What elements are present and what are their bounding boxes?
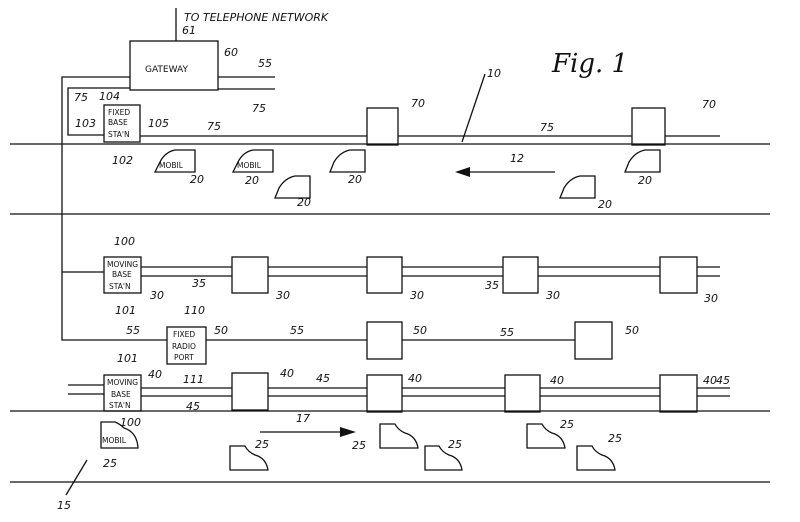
- ref-50: 50: [214, 324, 228, 337]
- ref-25: 25: [448, 438, 462, 451]
- network-label: TO TELEPHONE NETWORK: [184, 11, 329, 24]
- ref-101: 101: [117, 352, 138, 365]
- mobile-units-25: MOBIL 25 25 25 25 25 25: [101, 418, 622, 470]
- ref-70: 70: [411, 97, 425, 110]
- ref-111: 111: [183, 373, 204, 386]
- figure-title: Fig. 1: [551, 49, 628, 79]
- mbs-line3: STA'N: [109, 282, 131, 291]
- fbs-line2: BASE: [108, 118, 128, 127]
- ref-45: 45: [316, 372, 330, 385]
- ref-20: 20: [190, 173, 204, 186]
- ref-30: 30: [276, 289, 290, 302]
- mbs-line2: BASE: [111, 390, 131, 399]
- ref-20: 20: [348, 173, 362, 186]
- fbs-line3: STA'N: [108, 130, 130, 139]
- ref-20: 20: [598, 198, 612, 211]
- station-70: [367, 108, 398, 145]
- ref-30: 30: [150, 289, 164, 302]
- ref-101: 101: [115, 304, 136, 317]
- ref-20: 20: [638, 174, 652, 187]
- ref-100: 100: [114, 235, 135, 248]
- ref-102: 102: [112, 154, 133, 167]
- gateway: GATEWAY 60 55 75: [130, 41, 275, 115]
- mobile-label: MOBIL: [159, 161, 184, 170]
- ref-104: 104: [99, 90, 120, 103]
- ref-25: 25: [608, 432, 622, 445]
- moving-base-station: MOVING BASE STA'N: [104, 375, 141, 411]
- mobile-units-20: MOBIL MOBIL 20 20 20 20 20 20: [155, 150, 660, 211]
- ref-50: 50: [625, 324, 639, 337]
- ref-40: 40: [280, 367, 294, 380]
- ref-75: 75: [540, 121, 554, 134]
- ref-15: 15: [57, 499, 71, 512]
- frp-line1: FIXED: [173, 330, 195, 339]
- ref-30: 30: [546, 289, 560, 302]
- ref-25: 25: [560, 418, 574, 431]
- ref-20: 20: [297, 196, 311, 209]
- network-link: TO TELEPHONE NETWORK 61: [176, 8, 329, 42]
- ref-105: 105: [148, 117, 169, 130]
- ref-55: 55: [126, 324, 140, 337]
- mbs-line1: MOVING: [107, 378, 138, 387]
- ref-25: 25: [255, 438, 269, 451]
- station-70: [632, 108, 665, 145]
- ref-25: 25: [352, 439, 366, 452]
- ref-110: 110: [184, 304, 205, 317]
- frp-line3: PORT: [174, 353, 194, 362]
- mbs-line2: BASE: [112, 270, 132, 279]
- gateway-label: GATEWAY: [145, 65, 188, 75]
- ref-35: 35: [192, 277, 206, 290]
- ref-70: 70: [702, 98, 716, 111]
- mobile-label: MOBIL: [237, 161, 262, 170]
- fixed-radio-port: FIXED RADIO PORT: [167, 327, 206, 364]
- ref-50: 50: [413, 324, 427, 337]
- ref-55: 55: [258, 57, 272, 70]
- ref-55: 55: [500, 326, 514, 339]
- ref-20: 20: [245, 174, 259, 187]
- ref-75: 75: [252, 102, 266, 115]
- ref-60: 60: [224, 46, 238, 59]
- ref-40: 40: [703, 374, 717, 387]
- ref-40: 40: [550, 374, 564, 387]
- ref-30: 30: [410, 289, 424, 302]
- ref-12: 12: [510, 152, 524, 165]
- mbs-line1: MOVING: [107, 260, 138, 269]
- ref-103: 103: [75, 117, 96, 130]
- ref-45: 45: [716, 374, 730, 387]
- fixed-base-station: FIXED BASE STA'N 104 103 105 102: [75, 90, 169, 167]
- ref-35: 35: [485, 279, 499, 292]
- ref-61: 61: [182, 24, 196, 37]
- mobile-label: MOBIL: [102, 436, 127, 445]
- ref-40: 40: [148, 368, 162, 381]
- ref-75: 75: [74, 91, 88, 104]
- ref-25: 25: [103, 457, 117, 470]
- frp-line2: RADIO: [172, 342, 196, 351]
- ref-10: 10: [487, 67, 501, 80]
- ref-75: 75: [207, 120, 221, 133]
- fbs-line1: FIXED: [108, 108, 130, 117]
- ref-55: 55: [290, 324, 304, 337]
- ref-17: 17: [296, 412, 310, 425]
- mbs-line3: STA'N: [109, 401, 131, 410]
- moving-base-station: MOVING BASE STA'N: [104, 257, 141, 293]
- ref-30: 30: [704, 292, 718, 305]
- ref-40: 40: [408, 372, 422, 385]
